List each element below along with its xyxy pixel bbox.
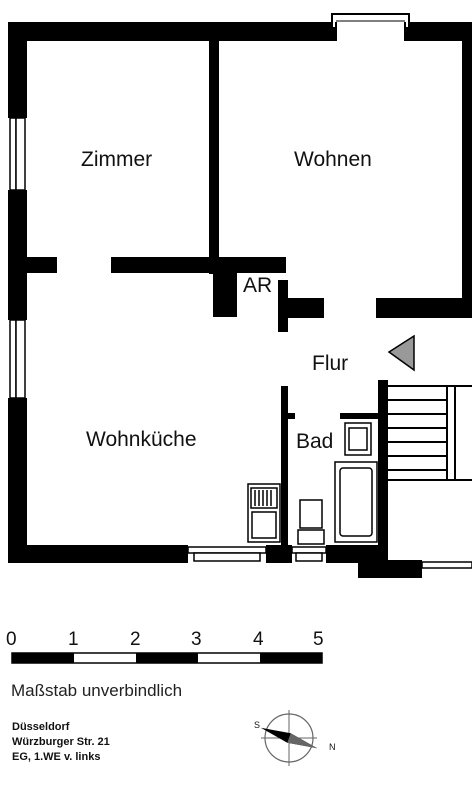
bath-fixtures bbox=[297, 422, 378, 545]
scale-tick-4: 4 bbox=[253, 629, 264, 650]
compass-north-label: N bbox=[329, 742, 336, 752]
compass-south-label: S bbox=[254, 720, 260, 730]
scale-bar: 0 1 2 3 4 5 bbox=[6, 629, 324, 664]
stairs bbox=[386, 385, 472, 481]
scale-tick-3: 3 bbox=[191, 629, 202, 650]
room-label-wohnkueche: Wohnküche bbox=[86, 428, 197, 451]
room-label-ar: AR bbox=[243, 274, 272, 297]
address-street: Würzburger Str. 21 bbox=[12, 736, 110, 748]
scale-disclaimer: Maßstab unverbindlich bbox=[11, 681, 183, 700]
address-unit: EG, 1.WE v. links bbox=[12, 751, 101, 763]
stove-icon bbox=[247, 483, 281, 543]
windows bbox=[8, 13, 472, 578]
scale-tick-5: 5 bbox=[313, 629, 324, 650]
stair-direction-arrow-icon bbox=[387, 334, 415, 372]
compass-icon: S N bbox=[254, 710, 336, 766]
room-label-wohnen: Wohnen bbox=[294, 148, 372, 171]
address-city: Düsseldorf bbox=[12, 721, 70, 733]
room-label-flur: Flur bbox=[312, 352, 348, 375]
room-label-bad: Bad bbox=[296, 430, 333, 453]
toilet-icon bbox=[299, 499, 323, 529]
scale-tick-0: 0 bbox=[6, 629, 17, 650]
address-block: Düsseldorf Würzburger Str. 21 EG, 1.WE v… bbox=[12, 720, 110, 765]
scale-tick-2: 2 bbox=[130, 629, 141, 650]
interior-walls bbox=[27, 41, 472, 578]
room-label-zimmer: Zimmer bbox=[81, 148, 152, 171]
scale-tick-1: 1 bbox=[68, 629, 79, 650]
